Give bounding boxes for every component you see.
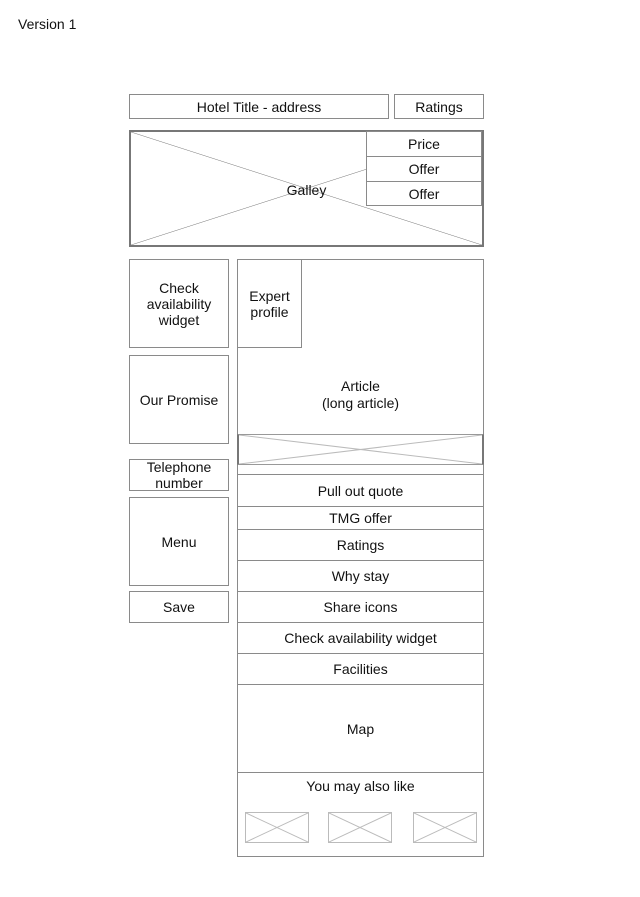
expert-profile-box: Expert profile bbox=[237, 259, 302, 348]
our-promise-box: Our Promise bbox=[129, 355, 229, 444]
image-placeholder-icon bbox=[329, 813, 391, 842]
share-icons: Share icons bbox=[237, 591, 484, 623]
recommendation-thumbnail[interactable] bbox=[245, 812, 309, 843]
ratings-section: Ratings bbox=[237, 529, 484, 561]
check-availability-widget: Check availability widget bbox=[129, 259, 229, 348]
article-image-placeholder bbox=[237, 434, 484, 465]
gallery-label: Galley bbox=[286, 182, 327, 198]
article-label: Article bbox=[341, 378, 380, 394]
hotel-title-box: Hotel Title - address bbox=[129, 94, 389, 119]
recommendation-thumbnail[interactable] bbox=[328, 812, 392, 843]
tmg-offer: TMG offer bbox=[237, 506, 484, 530]
image-placeholder-icon bbox=[246, 813, 308, 842]
offer-box: Offer bbox=[366, 181, 482, 206]
also-like-label: You may also like bbox=[306, 778, 415, 794]
why-stay: Why stay bbox=[237, 560, 484, 592]
offer-box: Offer bbox=[366, 156, 482, 182]
telephone-box: Telephone number bbox=[129, 459, 229, 491]
facilities: Facilities bbox=[237, 653, 484, 685]
pull-out-quote: Pull out quote bbox=[237, 474, 484, 507]
save-button[interactable]: Save bbox=[129, 591, 229, 623]
version-label: Version 1 bbox=[18, 16, 77, 32]
menu-box: Menu bbox=[129, 497, 229, 586]
recommendation-thumbnail[interactable] bbox=[413, 812, 477, 843]
article-sublabel: (long article) bbox=[321, 395, 400, 411]
image-placeholder-icon bbox=[239, 435, 482, 464]
image-placeholder-icon bbox=[414, 813, 476, 842]
check-availability-section: Check availability widget bbox=[237, 622, 484, 654]
ratings-box: Ratings bbox=[394, 94, 484, 119]
map-box: Map bbox=[237, 684, 484, 773]
price-box: Price bbox=[366, 131, 482, 157]
also-like-box bbox=[237, 772, 484, 857]
